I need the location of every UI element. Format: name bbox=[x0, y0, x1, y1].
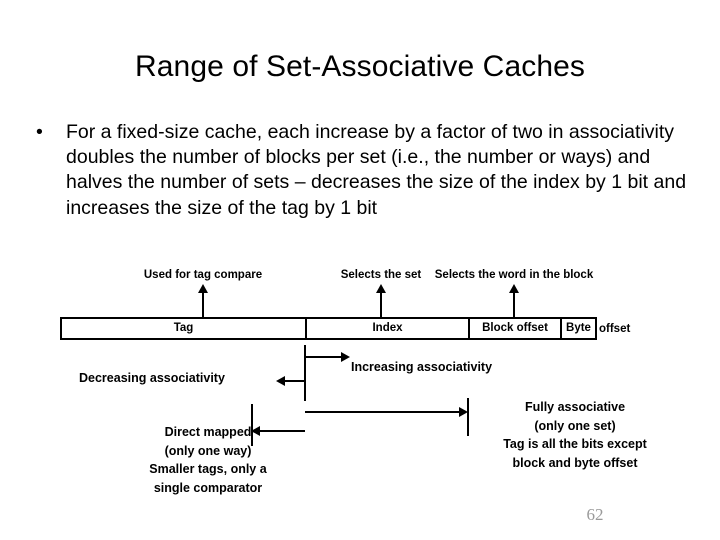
increasing-associativity-arrow-stem bbox=[306, 356, 341, 358]
callout-arrow-stem-tag bbox=[202, 292, 204, 318]
fully-associative-endbar bbox=[467, 398, 469, 436]
field-divider-index-block bbox=[468, 319, 470, 338]
field-cell-tag: Tag bbox=[173, 322, 194, 334]
fully-associative-line-1: Fully associative bbox=[524, 400, 626, 414]
direct-mapped-description: Direct mapped (only one way) Smaller tag… bbox=[108, 423, 308, 497]
field-cell-byte-offset: Byte bbox=[566, 322, 591, 334]
fully-associative-description: Fully associative (only one set) Tag is … bbox=[470, 398, 680, 472]
field-cell-index: Index bbox=[372, 322, 403, 334]
callout-arrow-head-block-icon bbox=[509, 284, 519, 293]
callout-arrow-stem-block bbox=[513, 292, 515, 318]
associativity-divider-line bbox=[304, 345, 306, 401]
body-bullet-list: • For a fixed-size cache, each increase … bbox=[34, 120, 694, 221]
fully-associative-line-2: (only one set) bbox=[534, 418, 616, 433]
bullet-item-text: For a fixed-size cache, each increase by… bbox=[66, 121, 687, 219]
callout-label-selects-set: Selects the set bbox=[340, 269, 422, 281]
direct-mapped-line-1: Direct mapped bbox=[164, 425, 252, 439]
address-field-bar: Tag Index Block offset Byte bbox=[60, 317, 597, 340]
callout-arrow-head-tag-icon bbox=[198, 284, 208, 293]
page-title: Range of Set-Associative Caches bbox=[135, 50, 585, 83]
bullet-marker-icon: • bbox=[36, 121, 43, 143]
field-divider-block-byte bbox=[560, 319, 562, 338]
toward-fully-associative-arrow-stem bbox=[305, 411, 460, 413]
direct-mapped-line-2: (only one way) bbox=[164, 443, 252, 458]
decreasing-associativity-arrow-head-icon bbox=[276, 376, 285, 386]
slide-page-number: 62 bbox=[586, 505, 604, 524]
direct-mapped-line-4: single comparator bbox=[153, 480, 263, 495]
field-divider-tag-index bbox=[305, 319, 307, 338]
callout-arrow-stem-index bbox=[380, 292, 382, 318]
toward-fully-associative-arrow-head-icon bbox=[459, 407, 468, 417]
toward-direct-mapped-arrow-stem bbox=[259, 430, 305, 432]
callout-label-selects-word: Selects the word in the block bbox=[434, 269, 594, 281]
direct-mapped-endbar bbox=[251, 404, 253, 446]
fully-associative-line-3: Tag is all the bits except bbox=[503, 437, 647, 451]
callout-arrow-head-index-icon bbox=[376, 284, 386, 293]
direct-mapped-line-3: Smaller tags, only a bbox=[149, 462, 267, 476]
field-cell-block-offset: Block offset bbox=[482, 322, 548, 334]
increasing-associativity-arrow-head-icon bbox=[341, 352, 350, 362]
decreasing-associativity-label: Decreasing associativity bbox=[79, 371, 225, 385]
increasing-associativity-label: Increasing associativity bbox=[351, 360, 493, 374]
field-cell-byte-offset-overflow-text: offset bbox=[599, 323, 631, 335]
decreasing-associativity-arrow-stem bbox=[285, 380, 305, 382]
callout-label-tag-compare: Used for tag compare bbox=[143, 269, 263, 281]
fully-associative-line-4: block and byte offset bbox=[512, 455, 638, 470]
toward-direct-mapped-arrow-head-icon bbox=[251, 426, 260, 436]
